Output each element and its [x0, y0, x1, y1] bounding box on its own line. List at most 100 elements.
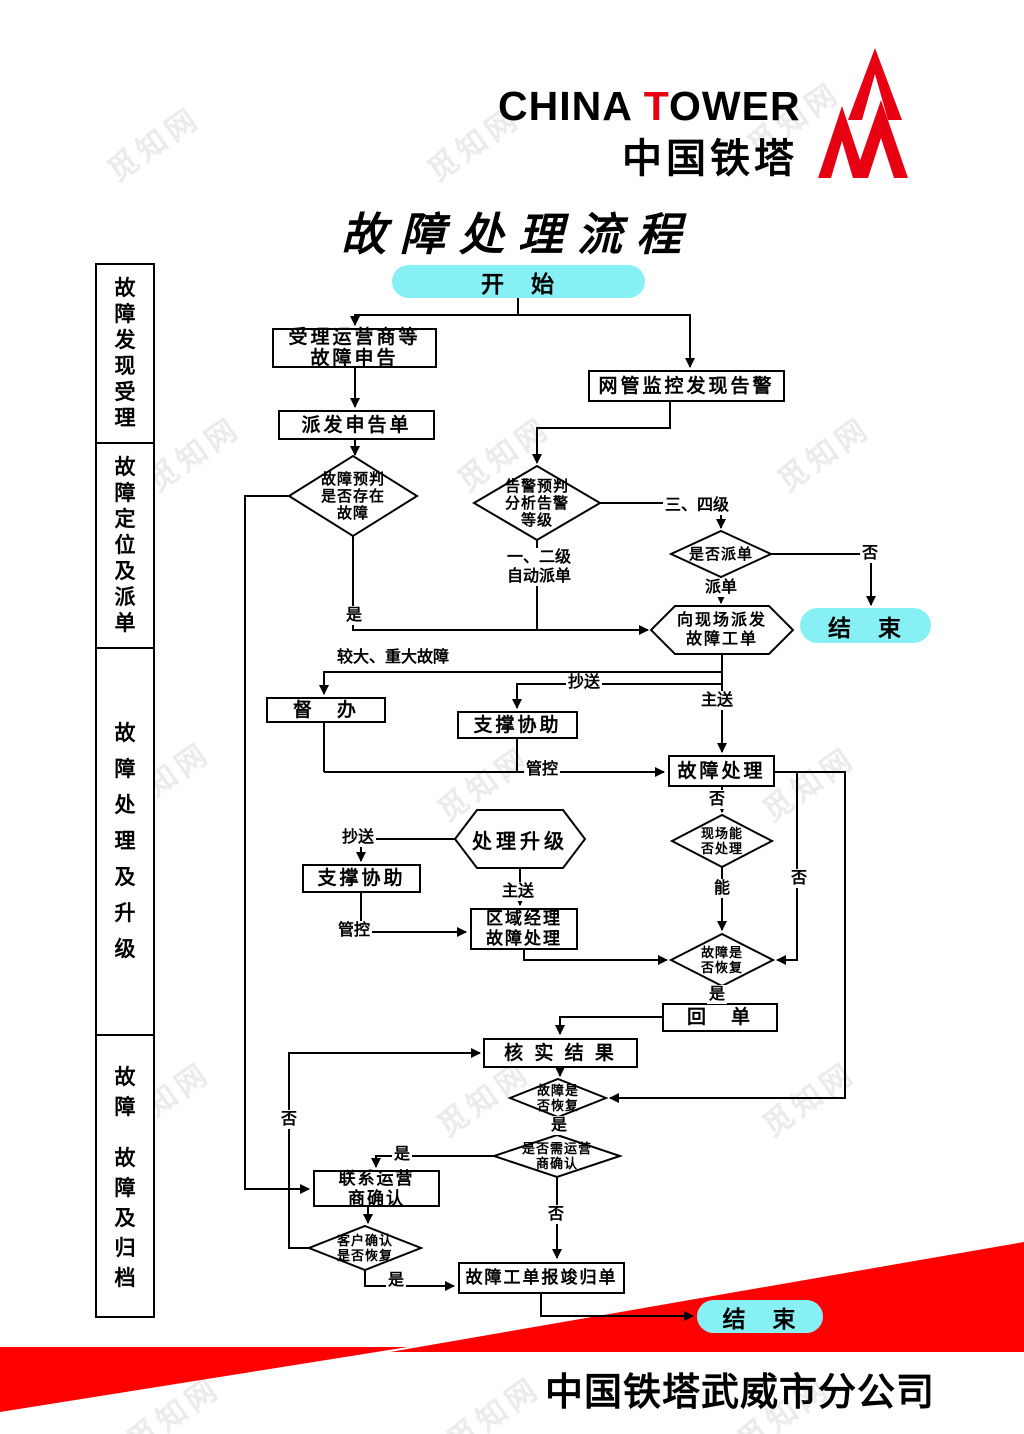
sidebar-char: 障: [114, 1177, 136, 1200]
sidebar-char: 及: [114, 560, 136, 583]
node-nms-alarm: 网管监控发现告警: [588, 370, 785, 402]
node-ticket-closeout: 故障工单报竣归单: [458, 1262, 625, 1294]
sidebar-char: 障: [114, 482, 136, 505]
sidebar-char: 障: [114, 1096, 136, 1119]
label-main-1: 主送: [699, 691, 736, 710]
node-area-manager-text: 区域经理: [486, 909, 562, 928]
node-dispatch-ticket-text: 故障工单: [685, 631, 758, 648]
label-major-fault: 较大、重大故障: [337, 649, 450, 666]
node-fault-predict: 故障预判是否存在故障: [289, 456, 417, 536]
node-recover-1-text: 否恢复: [700, 960, 743, 975]
node-support-2-text: 支撑协助: [317, 868, 406, 889]
brand-en-red-t: T: [643, 83, 670, 129]
company-name: 中国铁塔武威市分公司: [544, 1372, 935, 1414]
sidebar-char: 档: [114, 1267, 136, 1290]
label-copy-1: 抄送: [566, 673, 603, 692]
node-start-text: 开 始: [481, 270, 556, 297]
sidebar-char: 定: [114, 508, 136, 531]
node-customer-confirm-text: 客户确认: [336, 1233, 393, 1248]
sidebar-char: 障: [114, 758, 136, 781]
sidebar-section-4: 故障故障及归档: [97, 1034, 153, 1320]
node-onsite-able-text: 现场能: [700, 826, 743, 841]
sidebar-char: 故: [114, 1147, 136, 1170]
node-support-1: 支撑协助: [457, 711, 578, 739]
node-dispatch-ticket-text: 向现场派发: [676, 612, 767, 629]
label-no-onsite: 否: [789, 869, 810, 888]
label-level-1-2: 一、二级自动派单: [505, 548, 574, 586]
page-title: 故障处理流程: [340, 208, 695, 261]
node-need-operator: 是否需运营商确认: [494, 1135, 620, 1177]
label-paidan: 派单: [703, 578, 740, 597]
node-fault-handle-text: 故障处理: [677, 760, 766, 782]
label-main-2: 主送: [500, 882, 537, 901]
label-yes-recover-2: 是: [549, 1116, 570, 1135]
node-contact-operator-text: 商确认: [348, 1188, 405, 1208]
node-dispatch-report-text: 派发申告单: [301, 414, 412, 436]
node-end-2-text: 结 束: [722, 1305, 798, 1332]
node-customer-confirm: 客户确认是否恢复: [309, 1226, 421, 1270]
node-onsite-able-text: 否处理: [700, 841, 743, 856]
sidebar-char: 故: [114, 1066, 136, 1089]
sidebar-char: 处: [114, 794, 136, 817]
node-recover-2-text: 故障是: [536, 1083, 579, 1098]
sidebar-char: 现: [114, 355, 136, 378]
node-recover-1: 故障是否恢复: [671, 934, 773, 986]
label-yes-customer: 是: [386, 1271, 407, 1290]
node-recover-1-text: 故障是: [700, 945, 743, 960]
label-no-dispatch: 否: [860, 544, 881, 563]
sidebar-section-1: 故障发现受理: [97, 265, 153, 442]
sidebar-section-3: 故障处理及升级: [97, 647, 153, 1034]
label-no-need: 否: [546, 1205, 567, 1224]
node-escalate: 处理升级: [455, 810, 585, 868]
node-need-operator-text: 商确认: [535, 1156, 578, 1171]
node-supervise-text: 督 办: [292, 699, 359, 721]
sidebar-char: 及: [114, 1207, 136, 1230]
label-yes-fault: 是: [344, 606, 365, 625]
node-fault-predict-text: 故障: [336, 504, 369, 522]
node-area-manager: 区域经理故障处理: [470, 908, 578, 950]
brand-en-part2: OWER: [669, 83, 801, 129]
node-dispatch-or-not-text: 是否派单: [688, 545, 753, 563]
node-customer-confirm-text: 是否恢复: [336, 1248, 393, 1263]
label-copy-2: 抄送: [340, 828, 377, 847]
node-support-2: 支撑协助: [302, 864, 421, 893]
phase-sidebar: 故障发现受理故障定位及派单故障处理及升级故障故障及归档: [95, 263, 155, 1318]
node-dispatch-report: 派发申告单: [278, 410, 435, 440]
node-recover-2-text: 否恢复: [536, 1098, 579, 1113]
node-accept-report-text: 受理运营商等: [288, 327, 421, 348]
node-recover-2: 故障是否恢复: [510, 1079, 606, 1117]
brand-name-chinese: 中国铁塔: [622, 137, 798, 181]
label-can: 能: [712, 879, 733, 898]
node-contact-operator: 联系运营商确认: [313, 1168, 440, 1208]
node-ticket-closeout-text: 故障工单报竣归单: [465, 1268, 618, 1287]
node-dispatch-or-not: 是否派单: [671, 531, 771, 577]
sidebar-char: 理: [114, 830, 136, 853]
node-support-1-text: 支撑协助: [473, 714, 562, 736]
node-contact-operator-text: 联系运营: [338, 1168, 415, 1188]
sidebar-char: 故: [114, 722, 136, 745]
node-area-manager-text: 故障处理: [486, 929, 562, 948]
node-verify-result: 核 实 结 果: [483, 1038, 638, 1068]
node-verify-result-text: 核 实 结 果: [504, 1042, 617, 1064]
sidebar-section-2: 故障定位及派单: [97, 442, 153, 647]
node-escalate-text: 处理升级: [472, 830, 568, 853]
node-ticket-return-text: 回 单: [686, 1007, 753, 1028]
brand-name-english: CHINA TOWER: [498, 83, 801, 130]
china-tower-logo-icon: [818, 46, 908, 183]
node-dispatch-ticket: 向现场派发故障工单: [651, 606, 793, 654]
label-level-3-4: 三、四级: [663, 496, 732, 515]
node-alarm-predict-text: 告警预判: [504, 477, 569, 495]
sidebar-char: 升: [114, 902, 136, 925]
label-yes-recover-1: 是: [707, 985, 728, 1004]
sidebar-char: 单: [114, 612, 136, 635]
node-supervise: 督 办: [266, 697, 386, 723]
label-control-2: 管控: [336, 921, 373, 940]
sidebar-char: 位: [114, 534, 136, 557]
node-nms-alarm-text: 网管监控发现告警: [598, 375, 775, 397]
node-alarm-predict-text: 分析告警: [504, 494, 569, 512]
sidebar-char: 归: [114, 1237, 136, 1260]
node-end-1: 结 束: [800, 608, 931, 643]
sidebar-char: 及: [114, 866, 136, 889]
